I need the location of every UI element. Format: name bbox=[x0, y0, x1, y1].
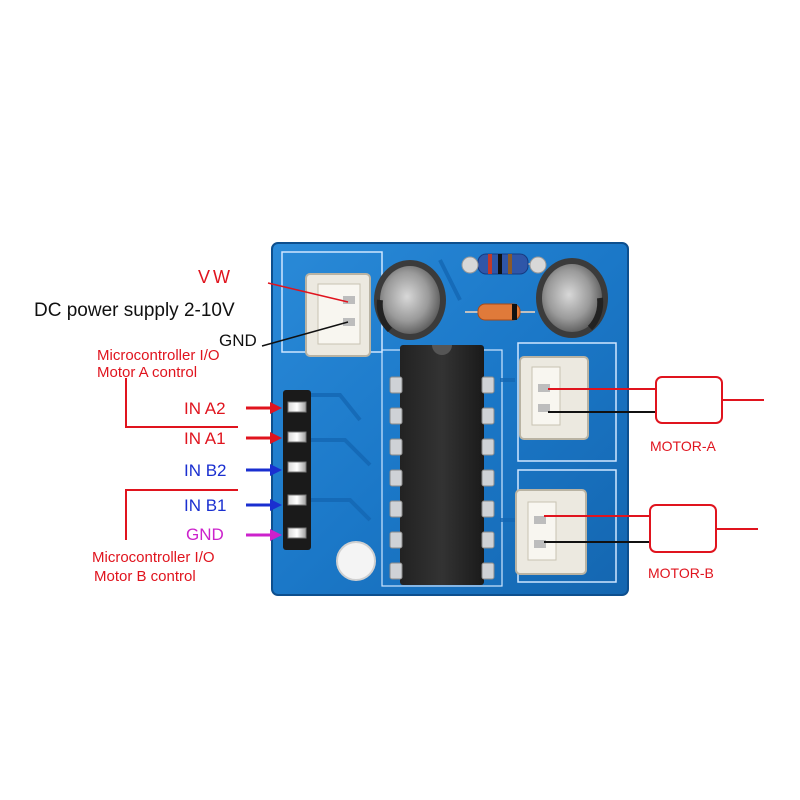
arrow-gnd bbox=[246, 529, 282, 541]
arrow-in-b2 bbox=[246, 464, 282, 476]
pin-header bbox=[283, 390, 311, 550]
arrow-in-a1 bbox=[246, 432, 282, 444]
gnd-leader-line bbox=[261, 321, 349, 347]
arrow-in-b1 bbox=[246, 499, 282, 511]
diode bbox=[465, 303, 535, 321]
in-b1-label: IN B1 bbox=[184, 496, 227, 515]
motor-a-control-line2: Motor A control bbox=[97, 364, 198, 381]
motor-b-control-line2: Motor B control bbox=[94, 568, 196, 585]
motor-b-wiring bbox=[544, 515, 758, 543]
capacitor-right bbox=[536, 258, 608, 338]
in-a1-label: IN A1 bbox=[184, 429, 226, 448]
in-a2-label: IN A2 bbox=[184, 399, 226, 418]
motor-a-wiring bbox=[548, 388, 764, 413]
resistor bbox=[461, 253, 547, 275]
motor-a-symbol bbox=[655, 376, 723, 424]
motor-b-connector bbox=[515, 489, 587, 575]
motor-b-label: MOTOR-B bbox=[648, 565, 714, 581]
motor-a-connector bbox=[519, 356, 589, 440]
power-connector bbox=[305, 273, 371, 357]
motor-a-control-line1: Microcontroller I/O bbox=[97, 347, 220, 364]
motor-b-control-line1: Microcontroller I/O bbox=[92, 549, 215, 566]
motor-a-control-bracket bbox=[125, 378, 238, 428]
dc-power-label: DC power supply 2-10V bbox=[34, 300, 235, 321]
motor-a-label: MOTOR-A bbox=[650, 438, 716, 454]
arrow-in-a2 bbox=[246, 402, 282, 414]
vw-leader-line bbox=[267, 282, 349, 303]
motor-b-control-bracket bbox=[125, 489, 238, 540]
capacitor-left bbox=[374, 260, 446, 340]
gnd-pin-label: GND bbox=[186, 525, 224, 544]
gnd-power-label: GND bbox=[219, 331, 257, 350]
motor-b-symbol bbox=[649, 504, 717, 553]
driver-ic bbox=[389, 345, 495, 585]
in-b2-label: IN B2 bbox=[184, 461, 227, 480]
vw-label: VW bbox=[198, 267, 233, 287]
